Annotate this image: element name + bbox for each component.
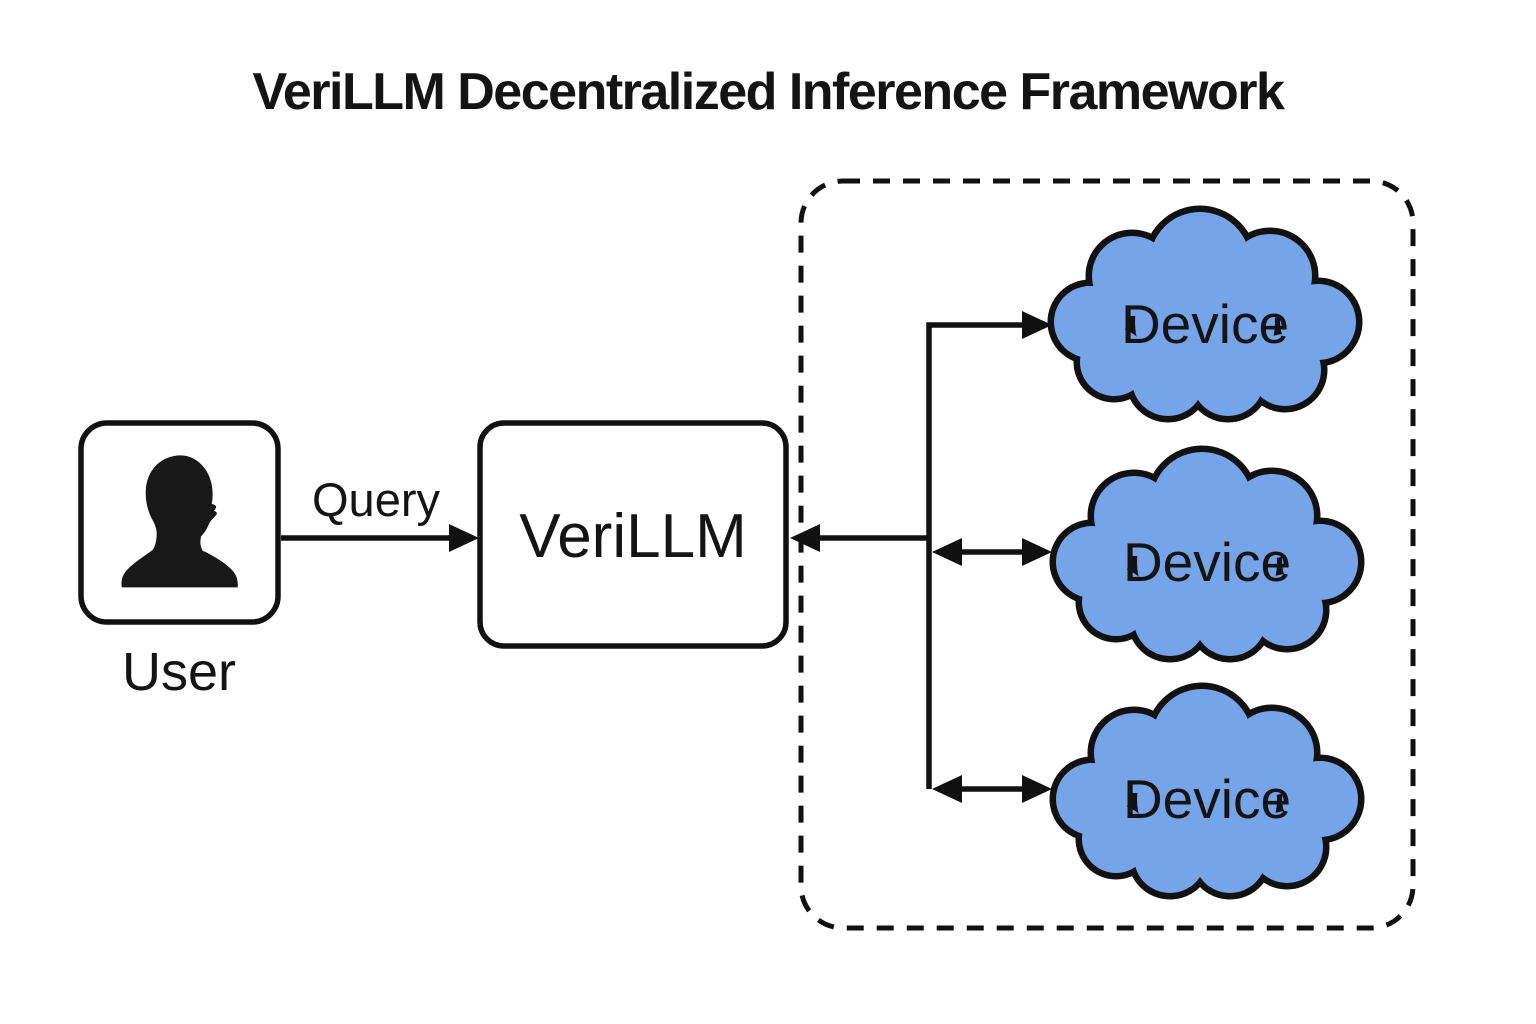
person-silhouette-icon (121, 455, 238, 588)
top-device-arrowhead (1022, 311, 1052, 339)
user-label: User (122, 642, 236, 702)
device-label: Device (1121, 293, 1289, 355)
middle-arrowhead-right (1022, 538, 1052, 566)
bottom-arrowhead-left (932, 775, 962, 803)
query-label: Query (312, 473, 440, 526)
device-label: Device (1123, 768, 1291, 830)
verillm-label: VeriLLM (519, 502, 746, 571)
middle-device-arrow (932, 538, 1052, 566)
response-arrowhead (790, 524, 820, 552)
device-label: Device (1123, 531, 1291, 593)
device-cloud-bottom: Device (1056, 689, 1358, 893)
connector-trunk (926, 322, 1026, 789)
middle-arrowhead-left (932, 538, 962, 566)
query-arrowhead (449, 524, 479, 552)
query-arrow: Query (281, 473, 479, 552)
device-cloud-top: Device (1054, 212, 1356, 416)
device-connectors (790, 311, 1052, 803)
bottom-arrowhead-right (1022, 775, 1052, 803)
user-node: User (78, 420, 281, 702)
devices-to-verillm-arrow (790, 524, 929, 552)
verillm-box (477, 420, 789, 649)
device-cloud-middle: Device (1056, 452, 1358, 656)
verillm-node: VeriLLM (477, 420, 789, 649)
diagram-title: VeriLLM Decentralized Inference Framewor… (252, 63, 1285, 121)
bottom-device-arrow (932, 775, 1052, 803)
